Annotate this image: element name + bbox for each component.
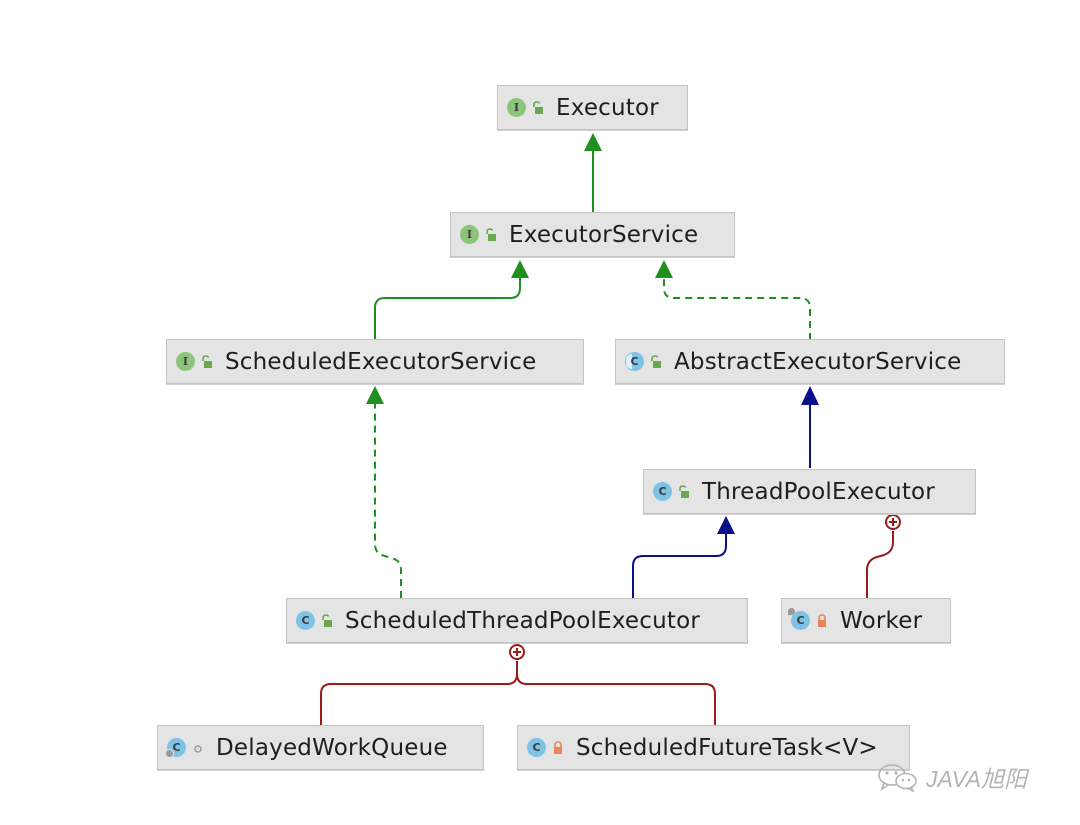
unlocked-icon <box>486 227 496 241</box>
lock-icon <box>554 740 562 754</box>
package-private-icon <box>194 744 202 753</box>
unlocked-icon <box>651 354 661 368</box>
node-scheduled-thread-pool-executor[interactable]: C ScheduledThreadPoolExecutor <box>286 598 748 643</box>
node-delayed-work-queue[interactable]: C DelayedWorkQueue <box>157 725 484 770</box>
node-scheduled-executor-service[interactable]: I ScheduledExecutorService <box>166 339 584 384</box>
class-name: DelayedWorkQueue <box>216 734 448 761</box>
node-thread-pool-executor[interactable]: C ThreadPoolExecutor <box>643 469 976 514</box>
node-scheduled-future-task[interactable]: C ScheduledFutureTask<V> <box>517 725 910 770</box>
class-icon: C <box>296 611 315 630</box>
class-name: ScheduledThreadPoolExecutor <box>345 607 701 634</box>
unlocked-icon <box>533 100 543 114</box>
watermark-text: JAVA旭阳 <box>926 766 1027 792</box>
class-name: ExecutorService <box>509 221 699 248</box>
edge-executorservice-executor <box>584 133 602 212</box>
class-name: ScheduledExecutorService <box>225 348 537 375</box>
node-abstract-executor-service[interactable]: C AbstractExecutorService <box>615 339 1005 384</box>
edge-inner-classes-scheduledthreadpoolexecutor <box>320 644 716 725</box>
class-name: ScheduledFutureTask<V> <box>576 734 878 761</box>
node-worker[interactable]: C Worker <box>781 598 951 643</box>
edge-scheduledexecutorservice-executorservice <box>374 260 529 340</box>
final-class-icon: C <box>788 608 810 630</box>
static-class-icon: C <box>165 738 186 758</box>
interface-icon: I <box>460 225 479 244</box>
abstract-class-icon: C <box>625 352 644 371</box>
interface-icon: I <box>507 98 526 117</box>
class-name: ThreadPoolExecutor <box>702 478 935 505</box>
class-name: AbstractExecutorService <box>674 348 962 375</box>
node-executor[interactable]: I Executor <box>497 85 688 130</box>
class-icon: C <box>653 482 672 501</box>
lock-icon <box>818 613 826 627</box>
edge-worker-threadpoolexecutor <box>866 514 901 598</box>
edge-scheduledthreadpoolexecutor-scheduledexecutorservice <box>366 386 402 598</box>
interface-icon: I <box>176 352 195 371</box>
class-name: Worker <box>840 607 923 634</box>
edge-scheduledthreadpoolexecutor-threadpoolexecutor <box>632 516 735 598</box>
unlocked-icon <box>679 484 689 498</box>
unlocked-icon <box>202 354 212 368</box>
node-executor-service[interactable]: I ExecutorService <box>450 212 735 257</box>
edge-abstractexecutorservice-executorservice <box>655 260 811 340</box>
watermark: JAVA旭阳 <box>876 760 1027 794</box>
edge-threadpoolexecutor-abstractexecutorservice <box>801 386 819 468</box>
class-icon: C <box>527 738 546 757</box>
unlocked-icon <box>322 613 332 627</box>
wechat-icon <box>878 764 917 792</box>
class-name: Executor <box>556 94 659 121</box>
